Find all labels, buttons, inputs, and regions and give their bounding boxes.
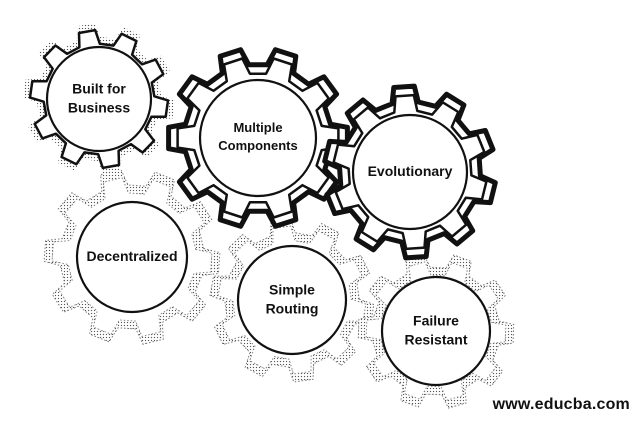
- gear-inner-circle: [236, 244, 348, 356]
- gear-inner-circle: [351, 113, 469, 231]
- gear-inner-circle: [75, 200, 189, 314]
- gear-label-line: Routing: [266, 300, 319, 316]
- gear-label-line: Components: [218, 138, 297, 153]
- gear-label-line: Failure: [413, 312, 459, 328]
- gear-inner-circle: [198, 78, 318, 198]
- gear-label-line: Simple: [269, 281, 315, 297]
- gear-label-line: Multiple: [233, 121, 282, 136]
- site-watermark: www.educba.com: [492, 396, 630, 413]
- gear-label-line: Decentralized: [86, 248, 177, 264]
- gear-label-decentralized: Decentralized: [86, 248, 177, 264]
- gear-label-line: Evolutionary: [368, 163, 453, 179]
- gear-decentralized: Decentralized: [43, 169, 221, 345]
- gear-label-evolutionary: Evolutionary: [368, 163, 453, 179]
- gear-label-line: Business: [68, 99, 130, 115]
- gear-inner-circle: [45, 45, 153, 153]
- gear-evolutionary: Evolutionary: [322, 83, 498, 261]
- gear-inner-outline: [332, 93, 488, 251]
- gear-label-line: Resistant: [404, 331, 467, 347]
- gear-label-line: Built for: [72, 80, 126, 96]
- gear-inner-outline: [176, 57, 340, 219]
- gear-inner-circle: [380, 275, 492, 387]
